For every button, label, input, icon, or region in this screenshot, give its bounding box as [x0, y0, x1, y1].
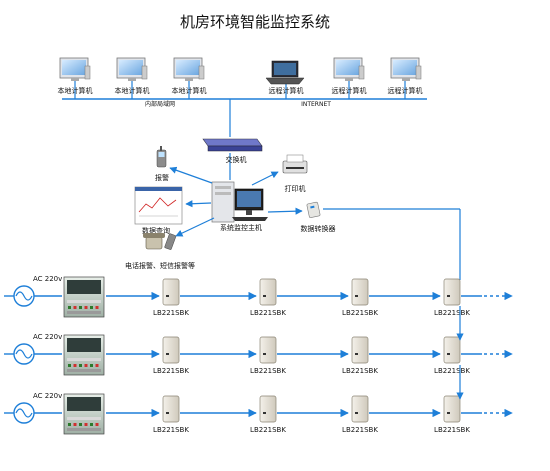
- sensor-device[interactable]: [162, 395, 180, 423]
- sensor-device[interactable]: [443, 278, 461, 306]
- power-supply-box[interactable]: [63, 276, 105, 318]
- lan-label: 内部局域网: [145, 100, 175, 108]
- data-converter[interactable]: [306, 201, 321, 218]
- local-computer-label: 本地计算机: [58, 86, 93, 95]
- sensor-device[interactable]: [351, 278, 369, 306]
- printer[interactable]: [282, 154, 308, 174]
- remote-computer-label: 远程计算机: [388, 86, 423, 95]
- host-label: 系统监控主机: [220, 223, 262, 232]
- ac-power-icon: [4, 402, 62, 424]
- sensor-device[interactable]: [351, 336, 369, 364]
- power-label: AC 220v: [33, 275, 62, 283]
- device-label: LB221SBK: [342, 426, 378, 434]
- remote-computer-label: 远程计算机: [332, 86, 367, 95]
- remote-computer-2[interactable]: [390, 57, 422, 81]
- printer-label: 打印机: [285, 184, 306, 193]
- sensor-device[interactable]: [443, 395, 461, 423]
- local-computer-label: 本地计算机: [172, 86, 207, 95]
- sensor-device[interactable]: [351, 395, 369, 423]
- ac-power-icon: [4, 285, 62, 307]
- local-computer-label: 本地计算机: [115, 86, 150, 95]
- remote-computer-label: 远程计算机: [269, 86, 304, 95]
- data-query-label: 数据查询: [142, 226, 170, 235]
- device-label: LB221SBK: [434, 309, 470, 317]
- power-label: AC 220v: [33, 333, 62, 341]
- local-computer-2[interactable]: [116, 57, 148, 81]
- sensor-device[interactable]: [443, 336, 461, 364]
- device-label: LB221SBK: [434, 367, 470, 375]
- alarm-device[interactable]: [156, 146, 167, 168]
- local-computer-3[interactable]: [173, 57, 205, 81]
- device-label: LB221SBK: [342, 367, 378, 375]
- data-query-window[interactable]: [134, 186, 183, 225]
- sensor-device[interactable]: [259, 395, 277, 423]
- device-label: LB221SBK: [434, 426, 470, 434]
- sensor-device[interactable]: [259, 278, 277, 306]
- internet-label: INTERNET: [301, 101, 331, 108]
- remote-computer-1[interactable]: [333, 57, 365, 81]
- device-label: LB221SBK: [250, 309, 286, 317]
- device-label: LB221SBK: [153, 426, 189, 434]
- device-label: LB221SBK: [153, 367, 189, 375]
- device-label: LB221SBK: [342, 309, 378, 317]
- power-supply-box[interactable]: [63, 393, 105, 435]
- converter-label: 数据转换器: [301, 224, 336, 233]
- local-computer-1[interactable]: [59, 57, 91, 81]
- switch[interactable]: [202, 138, 263, 152]
- sensor-device[interactable]: [259, 336, 277, 364]
- power-supply-box[interactable]: [63, 334, 105, 376]
- monitoring-host[interactable]: [211, 181, 268, 223]
- power-label: AC 220v: [33, 392, 62, 400]
- ac-power-icon: [4, 343, 62, 365]
- phone-alarm-label: 电话报警、短信报警等: [125, 261, 195, 270]
- device-label: LB221SBK: [250, 426, 286, 434]
- page-title: 机房环境智能监控系统: [180, 13, 330, 31]
- sensor-device[interactable]: [162, 278, 180, 306]
- alarm-label: 报警: [155, 173, 169, 182]
- laptop-computer[interactable]: [265, 60, 305, 85]
- sensor-device[interactable]: [162, 336, 180, 364]
- switch-label: 交换机: [226, 155, 247, 164]
- telephone-alarm-devices[interactable]: [143, 233, 177, 250]
- device-label: LB221SBK: [153, 309, 189, 317]
- device-label: LB221SBK: [250, 367, 286, 375]
